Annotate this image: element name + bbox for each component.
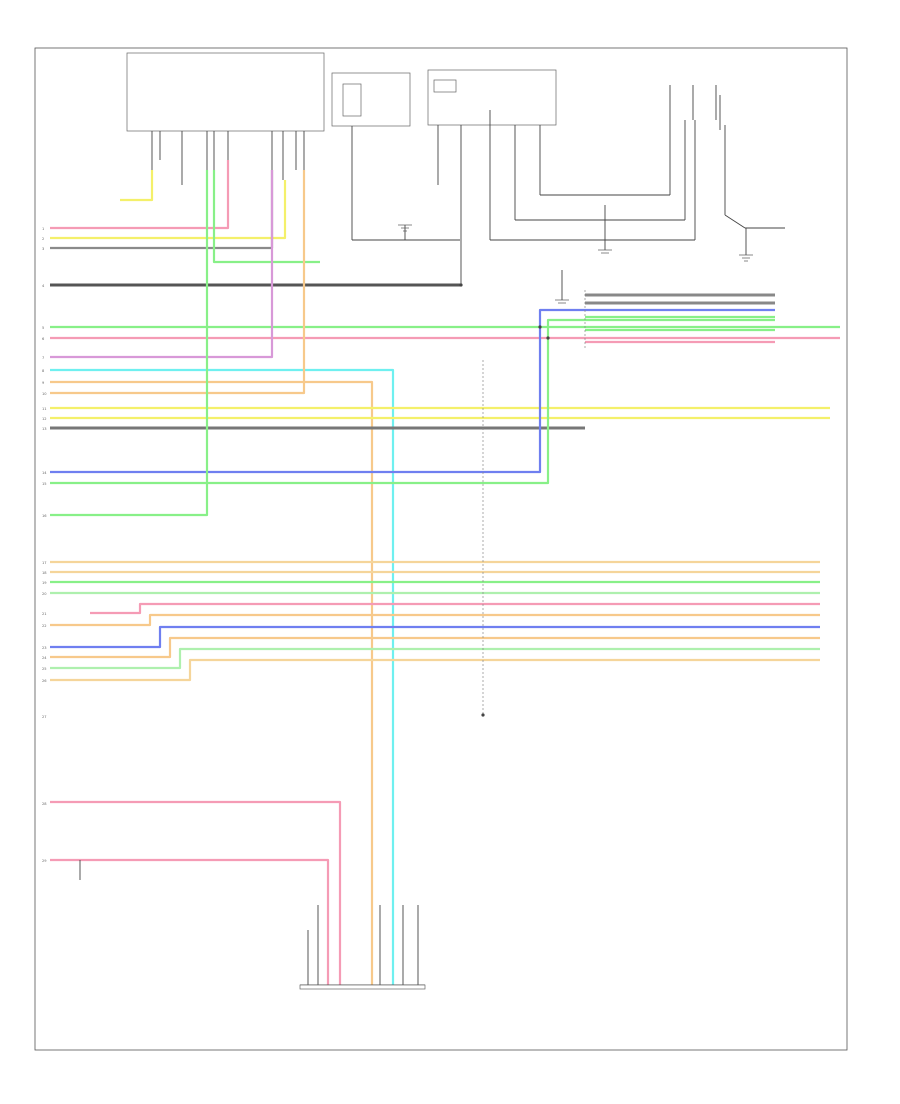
svg-text:15: 15	[42, 482, 47, 486]
diagram-frame	[34, 47, 848, 1051]
svg-text:21: 21	[42, 612, 47, 616]
svg-text:23: 23	[42, 646, 47, 650]
wire-gray-1	[50, 170, 274, 250]
svg-text:8: 8	[42, 369, 45, 373]
wire-pink-low	[50, 800, 342, 985]
svg-text:29: 29	[42, 859, 47, 863]
svg-text:28: 28	[42, 802, 47, 806]
body-control-module-box	[126, 52, 325, 132]
bottom-connector-block	[299, 984, 426, 990]
wire-yellow-bcm	[120, 170, 154, 202]
svg-text:14: 14	[42, 471, 47, 475]
bcm-pin-stubs	[151, 131, 305, 185]
wire-green-h3	[50, 647, 820, 670]
svg-text:25: 25	[42, 667, 47, 671]
ground-symbol-icon	[398, 224, 753, 304]
svg-text:19: 19	[42, 581, 47, 585]
svg-text:13: 13	[42, 427, 47, 431]
svg-text:17: 17	[42, 561, 47, 565]
svg-text:5: 5	[42, 326, 44, 330]
svg-text:27: 27	[42, 715, 47, 719]
svg-text:3: 3	[42, 247, 44, 251]
wire-yellow-2	[50, 180, 287, 240]
svg-text:2: 2	[42, 237, 44, 241]
svg-text:1: 1	[42, 227, 44, 231]
wire-blue-h1	[50, 625, 820, 649]
wire-violet	[50, 170, 274, 359]
radio-module-box	[427, 69, 557, 126]
svg-text:26: 26	[42, 679, 47, 683]
svg-text:18: 18	[42, 571, 47, 575]
svg-text:16: 16	[42, 514, 47, 518]
wire-tan-h3	[50, 658, 820, 682]
svg-text:22: 22	[42, 624, 47, 628]
svg-text:6: 6	[42, 337, 45, 341]
svg-text:12: 12	[42, 417, 47, 421]
wire-pink-low-2	[50, 858, 330, 985]
relay-switch-box	[342, 83, 362, 117]
svg-text:7: 7	[42, 356, 44, 360]
svg-text:20: 20	[42, 592, 47, 596]
svg-text:11: 11	[42, 407, 47, 411]
wire-pink-h1	[130, 602, 820, 615]
relay-radio-wiring	[351, 95, 785, 285]
wire-orange	[50, 380, 374, 985]
antenna-connector-posts	[669, 85, 717, 120]
bottom-connector-posts	[300, 905, 425, 986]
svg-text:24: 24	[42, 656, 47, 660]
wire-orange-h2	[50, 636, 820, 659]
wire-green-relay	[212, 170, 320, 264]
radio-pin-box	[433, 79, 457, 93]
wire-tan-1	[50, 170, 306, 395]
wire-cyan	[50, 368, 395, 985]
wire-green-2	[50, 318, 775, 485]
splice-dot-icon	[459, 283, 550, 717]
svg-text:10: 10	[42, 392, 47, 396]
wire-orange-h1	[50, 613, 820, 627]
wire-blue-1	[50, 308, 775, 474]
wire-pink-bcm	[50, 160, 230, 230]
wire-green-3	[50, 170, 209, 517]
svg-text:9: 9	[42, 381, 45, 385]
svg-text:4: 4	[42, 284, 45, 288]
